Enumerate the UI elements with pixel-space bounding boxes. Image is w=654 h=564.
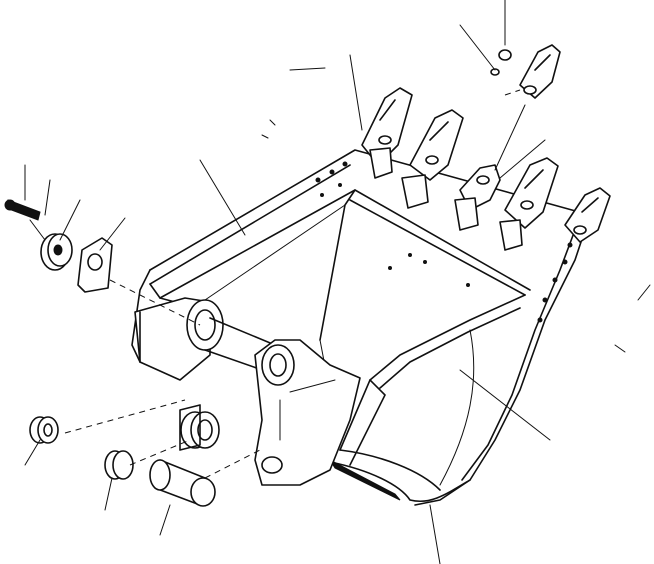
exploded-hardware	[4, 199, 216, 507]
leader-lines	[24, 0, 651, 564]
bolt-icon	[490, 49, 512, 76]
bucket-tooth-icon	[499, 157, 559, 251]
bucket-tooth-icon	[361, 87, 413, 179]
bucket-tooth-icon	[454, 164, 501, 231]
bucket-tooth-icon	[519, 44, 561, 99]
bucket-tooth-icon	[401, 109, 464, 209]
alignment-lines	[29, 89, 521, 479]
pin-icon	[149, 459, 216, 507]
bushing-icon	[104, 450, 134, 480]
bucket-teeth	[361, 44, 611, 251]
bushing-icon	[29, 416, 59, 444]
bolt-icon	[40, 233, 73, 271]
bushing-icon	[77, 237, 113, 293]
hinge-bracket	[134, 297, 361, 486]
bucket-tooth-icon	[564, 187, 611, 243]
bolt-icon	[4, 199, 41, 221]
